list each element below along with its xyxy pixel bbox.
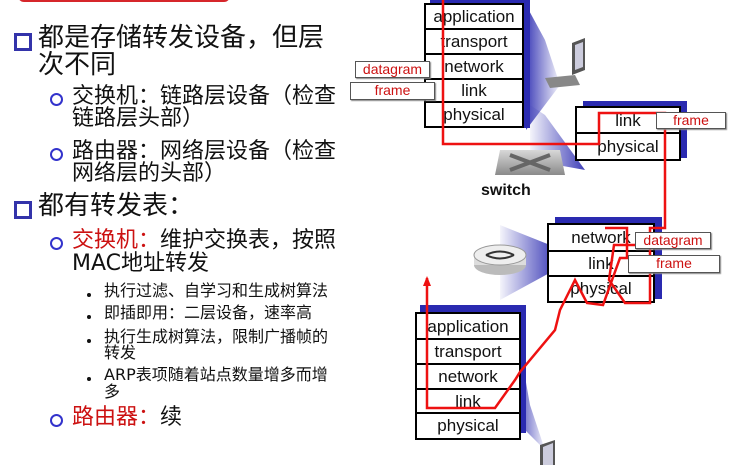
switch-label: switch (481, 182, 531, 199)
router-icon (473, 244, 527, 275)
sub-switch-line2: 链路层头部） (72, 106, 205, 131)
circle-bullet-icon (50, 414, 63, 427)
router-label: 路由器： (72, 405, 161, 430)
point-4-line2: 多 (104, 382, 121, 401)
sub-router-line2: 网络层的头部） (72, 161, 227, 186)
frame-tag: frame (656, 112, 726, 129)
layer-link: link (426, 80, 522, 103)
layer-network: network (426, 55, 522, 80)
bullet-2-line1: 都有转发表： (38, 191, 195, 221)
sub-router-forward: 路由器：续 (72, 407, 182, 429)
layer-application: application (426, 5, 522, 30)
switch-icon (495, 150, 565, 175)
dot-bullet-icon (87, 315, 91, 319)
dot-bullet-icon (87, 339, 91, 343)
dot-bullet-icon (87, 293, 91, 297)
layer-application: application (417, 314, 519, 340)
point-4-line1: ARP表项随着站点数量增多而增 (104, 365, 328, 384)
host-top-stack: application transport network link physi… (424, 3, 524, 128)
frame-tag: frame (350, 82, 435, 100)
frame-tag: frame (628, 255, 720, 273)
point-3-line1: 执行生成树算法，限制广播帧的 (104, 327, 329, 346)
sub-router-line1: 路由器：网络层设备（检查 (72, 139, 337, 164)
square-bullet-icon (14, 201, 32, 219)
circle-bullet-icon (50, 148, 63, 161)
point-1: 执行过滤、自学习和生成树算法 (104, 281, 329, 300)
circle-bullet-icon (50, 93, 63, 106)
point-3-line2: 转发 (104, 343, 137, 362)
layer-physical: physical (597, 137, 659, 156)
circle-bullet-icon (50, 237, 63, 250)
computer-icon (540, 440, 555, 465)
sub-switch-line1: 交换机：链路层设备（检查 (72, 84, 337, 109)
layer-physical: physical (443, 105, 505, 124)
layer-network: network (417, 365, 519, 390)
sub-switch-forward-line1: 交换机：维护交换表，按照 (72, 230, 336, 252)
layer-physical: physical (570, 279, 632, 298)
layer-link: link (417, 390, 519, 414)
point-2: 即插即用：二层设备，速率高 (104, 303, 313, 322)
sub-switch-forward-line2: MAC地址转发 (72, 251, 210, 276)
datagram-tag: datagram (635, 232, 711, 249)
square-bullet-icon (14, 33, 32, 51)
bullet-1-line1: 都是存储转发设备，但层 (38, 23, 325, 53)
switch-label: 交换机： (72, 228, 161, 253)
switch-rest: 维护交换表，按照 (160, 228, 337, 253)
title-underline (18, 0, 230, 2)
datagram-tag: datagram (355, 61, 430, 78)
router-rest: 续 (160, 405, 183, 430)
layer-transport: transport (426, 30, 522, 55)
host-bottom-stack: application transport network link physi… (415, 312, 521, 440)
layer-physical: physical (437, 416, 499, 435)
bullet-1-line2: 次不同 (38, 50, 117, 80)
layer-transport: transport (417, 340, 519, 365)
dot-bullet-icon (87, 377, 91, 381)
